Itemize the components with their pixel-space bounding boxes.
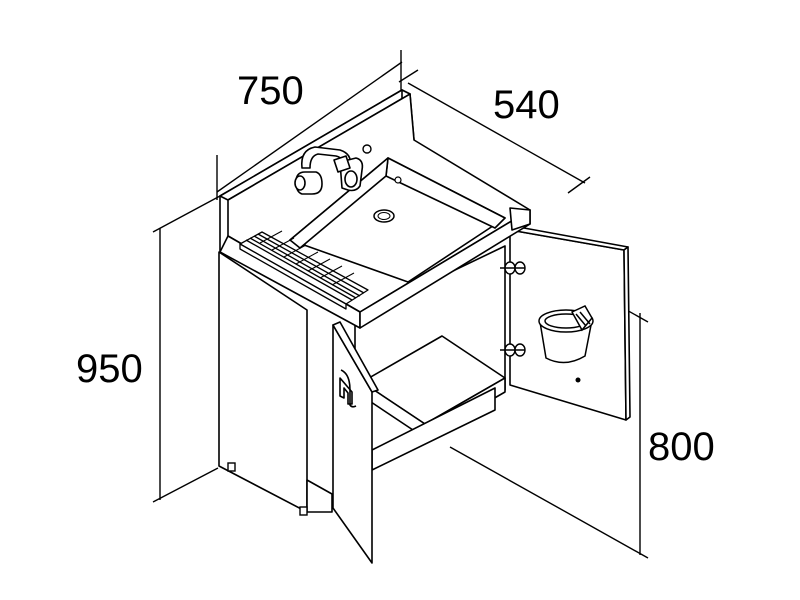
height-counter-dimension-label: 800 <box>648 425 715 469</box>
overflow-hole <box>394 176 402 184</box>
foot-right <box>299 506 308 516</box>
hinge-bottom <box>500 343 526 357</box>
depth-dimension-label: 540 <box>493 83 560 127</box>
depth-dimension-line <box>407 82 586 184</box>
door-knob-dot <box>575 377 581 383</box>
cabinet-left-kick <box>306 479 333 513</box>
door-handle <box>339 377 353 405</box>
faucet-icon <box>294 146 364 195</box>
height-total-ext-top <box>152 195 221 233</box>
backsplash-screw <box>362 144 372 154</box>
depth-ext-top <box>398 69 419 83</box>
width-dimension-label: 750 <box>237 69 304 113</box>
cabinet <box>218 225 631 564</box>
foot-left <box>227 462 236 472</box>
right-door-side <box>623 246 631 421</box>
drain-rack-slats <box>259 230 355 286</box>
height-total-dimension-label: 950 <box>76 347 143 391</box>
bucket-icon <box>538 305 594 364</box>
door-handle-grip <box>340 369 357 408</box>
depth-ext-bottom <box>567 176 591 194</box>
hinge-top <box>500 261 526 275</box>
left-door-edge <box>332 321 379 393</box>
width-dimension-line <box>216 61 403 193</box>
drain-inner <box>377 212 391 220</box>
cabinet-feet <box>227 462 308 516</box>
hinges <box>500 261 526 357</box>
height-counter-ext-bottom <box>449 446 649 559</box>
height-total-ext-bottom <box>152 467 219 503</box>
counter-right-cap <box>509 207 531 231</box>
